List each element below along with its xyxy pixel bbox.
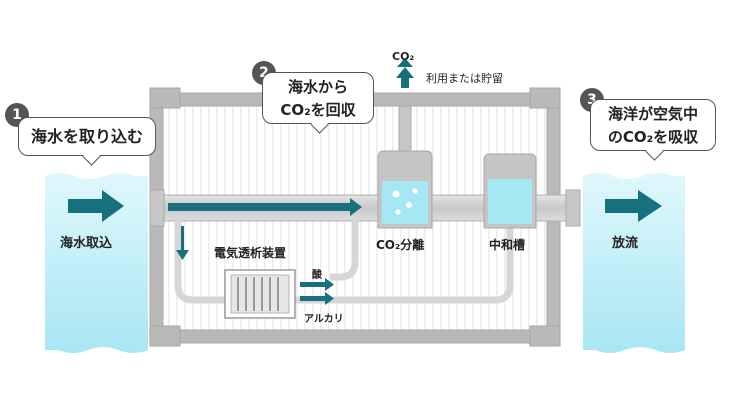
intake-arrow	[68, 190, 124, 222]
flow-arrows	[68, 58, 662, 305]
co2-up-arrow-head	[396, 67, 414, 88]
usage-label: 利用または貯留	[426, 72, 503, 85]
neutralization-label: 中和槽	[489, 238, 526, 252]
step-1-callout: 海水を取り込む	[18, 117, 156, 166]
acid-label: 酸	[312, 270, 322, 281]
main-flow-arrow	[168, 198, 362, 216]
pipe-flange-left	[149, 189, 165, 227]
step-3-callout: 海洋が空気中 のCO₂を吸収	[590, 99, 716, 161]
step-2-line1: 海水から	[287, 78, 348, 96]
alkali-arrow	[300, 292, 334, 305]
discharge-arrow	[605, 190, 662, 222]
return-pipe	[330, 218, 359, 281]
down-arrow	[176, 226, 189, 260]
step-1-text: 海水を取り込む	[30, 127, 143, 146]
step-2-callout: 海水から CO₂を回収	[262, 72, 374, 134]
co2-separation-label: CO₂分離	[376, 238, 425, 252]
step-2-line2: CO₂を回収	[280, 101, 356, 119]
electrodialysis-label: 電気透析装置	[214, 246, 287, 260]
loop-pipe	[174, 218, 514, 304]
neutralization-tank	[483, 153, 537, 229]
intake-water	[45, 173, 148, 353]
acid-arrow	[300, 278, 334, 291]
co2-out-label: CO₂	[392, 50, 415, 63]
pipe-flange-right	[565, 189, 581, 227]
step-3-line2: のCO₂を吸収	[607, 128, 699, 146]
discharge-water	[583, 173, 685, 353]
electrodialysis-device	[224, 269, 296, 319]
co2-separation-tank	[377, 150, 433, 229]
step-3-line1: 海洋が空気中	[607, 105, 698, 123]
intake-label: 海水取込	[60, 236, 113, 251]
alkali-label: アルカリ	[304, 314, 344, 325]
discharge-label: 放流	[612, 236, 639, 251]
